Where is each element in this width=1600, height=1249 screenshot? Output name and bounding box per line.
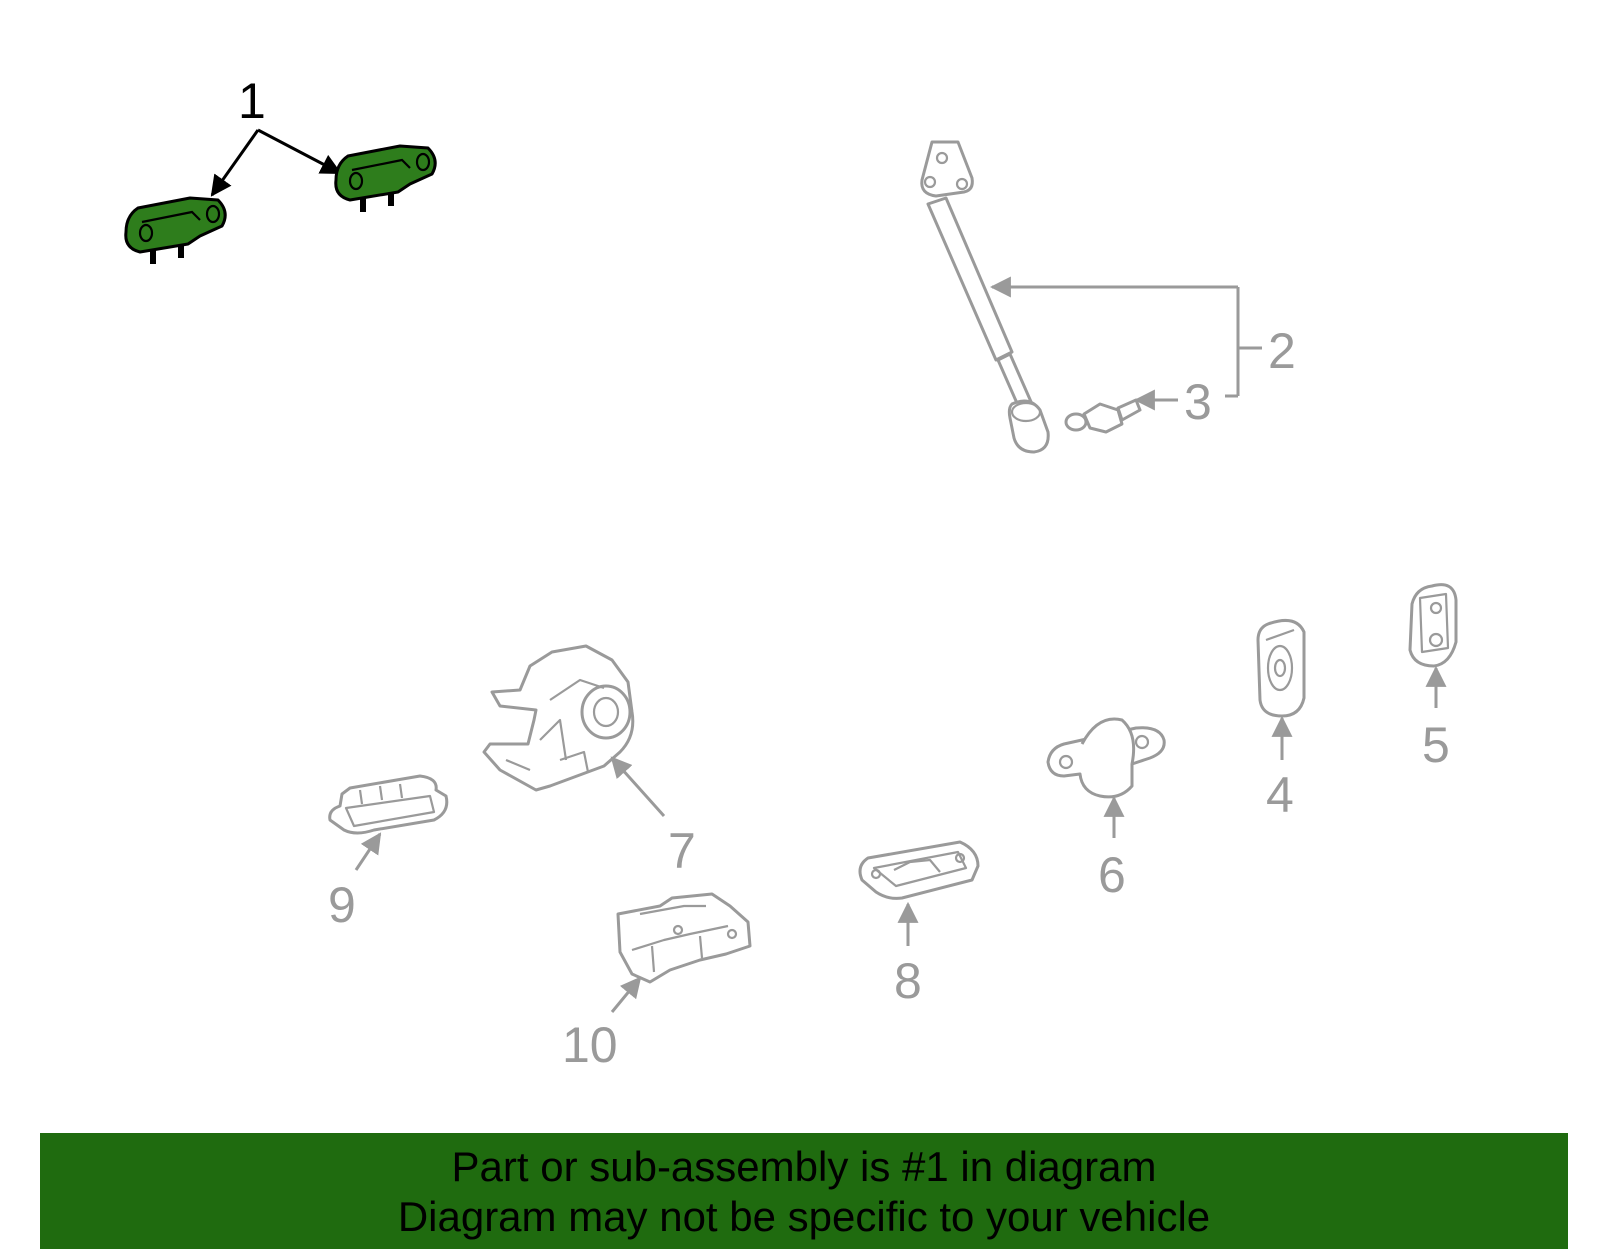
leader-line-1b — [257, 128, 342, 175]
callout-5[interactable]: 5 — [1422, 717, 1450, 773]
callout-2[interactable]: 2 — [1268, 323, 1296, 379]
part-3-group[interactable]: 3 — [1064, 374, 1212, 434]
part-7-latch[interactable] — [482, 644, 635, 792]
callout-7[interactable]: 7 — [668, 823, 696, 879]
banner-line-disclaimer: Diagram may not be specific to your vehi… — [397, 1193, 1211, 1240]
part-8-striker-plate[interactable] — [858, 840, 980, 900]
part-4-bumper[interactable] — [1256, 618, 1306, 718]
part-2-group[interactable]: 2 — [920, 140, 1296, 454]
leader-line-9 — [354, 832, 382, 871]
part-6-bushing[interactable] — [1046, 717, 1166, 799]
part-3-ball-stud[interactable] — [1064, 398, 1142, 434]
part-10-group[interactable]: 10 — [562, 892, 752, 1073]
parts-diagram: 1 — [124, 73, 1458, 1073]
part-7-group[interactable]: 7 — [482, 644, 696, 879]
callout-4[interactable]: 4 — [1266, 767, 1294, 823]
part-2-strut[interactable] — [920, 140, 1050, 454]
callout-1[interactable]: 1 — [238, 73, 266, 129]
part-8-group[interactable]: 8 — [858, 840, 980, 1009]
part-6-group[interactable]: 6 — [1046, 717, 1166, 903]
info-banner: Part or sub-assembly is #1 in diagram Di… — [40, 1133, 1568, 1249]
callout-6[interactable]: 6 — [1098, 847, 1126, 903]
callout-3[interactable]: 3 — [1184, 374, 1212, 430]
part-5-bumper[interactable] — [1408, 583, 1458, 668]
callout-10[interactable]: 10 — [562, 1017, 618, 1073]
part-1-bracket-right[interactable] — [334, 144, 437, 212]
part-9-handle[interactable] — [328, 774, 449, 835]
callout-8[interactable]: 8 — [894, 953, 922, 1009]
callout-9[interactable]: 9 — [328, 877, 356, 933]
part-5-group[interactable]: 5 — [1408, 583, 1458, 773]
leader-line-10 — [610, 976, 642, 1013]
part-10-bracket[interactable] — [616, 892, 752, 984]
banner-line-part-info: Part or sub-assembly is #1 in diagram — [451, 1143, 1157, 1190]
part-1-group[interactable]: 1 — [124, 73, 437, 264]
part-1-bracket-left[interactable] — [124, 196, 227, 264]
leader-line-1a — [210, 129, 260, 197]
leader-line-7 — [610, 756, 666, 818]
part-4-group[interactable]: 4 — [1256, 618, 1306, 823]
part-9-group[interactable]: 9 — [328, 774, 449, 933]
